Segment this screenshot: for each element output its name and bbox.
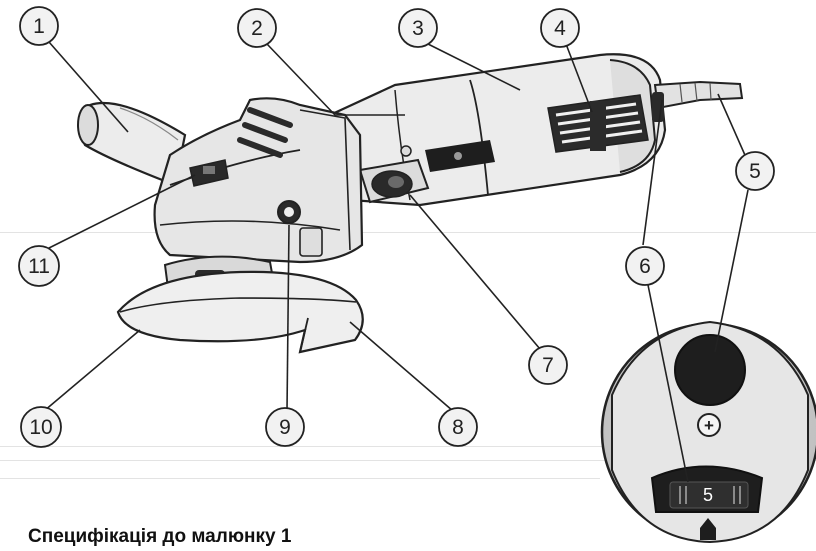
callout-6: 6 [625, 246, 665, 286]
svg-text:1: 1 [33, 15, 45, 38]
leader-line-2 [266, 43, 405, 116]
background-rule-4 [0, 478, 600, 479]
svg-text:10: 10 [29, 416, 52, 439]
leader-line-8 [349, 321, 454, 412]
background-rule-1 [0, 232, 816, 233]
svg-text:6: 6 [639, 255, 651, 278]
leader-line-5b [714, 189, 749, 353]
leader-line-9 [286, 224, 290, 412]
svg-text:4: 4 [554, 17, 566, 40]
background-rule-3 [0, 460, 816, 461]
svg-text:3: 3 [412, 17, 424, 40]
leader-line-10 [43, 329, 141, 412]
ventilation-grille [547, 94, 649, 153]
svg-text:5: 5 [749, 160, 761, 183]
side-handle [77, 101, 187, 187]
speed-value-label: 5 [703, 485, 713, 505]
svg-text:9: 9 [279, 416, 291, 439]
leader-line-1 [48, 41, 129, 133]
callout-2: 2 [237, 8, 277, 48]
spindle-lock-button [189, 159, 229, 187]
callout-8: 8 [438, 407, 478, 447]
svg-text:8: 8 [452, 416, 464, 439]
leader-line-3 [427, 43, 521, 91]
svg-text:2: 2 [251, 17, 263, 40]
wheel-guard [116, 270, 364, 354]
side-handle-mount [277, 200, 301, 224]
dial-plus-symbol: + [704, 416, 714, 435]
leader-lines [40, 41, 753, 483]
callout-7: 7 [528, 345, 568, 385]
callout-9: 9 [265, 407, 305, 447]
callout-10: 10 [20, 406, 62, 448]
leader-line-6b [647, 284, 689, 483]
leader-line-7 [409, 194, 541, 350]
leader-line-4 [565, 43, 593, 113]
callout-4: 4 [540, 8, 580, 48]
callout-3: 3 [398, 8, 438, 48]
callout-11: 11 [18, 245, 60, 287]
background-rule-2 [0, 446, 816, 447]
leader-line-11 [40, 174, 196, 253]
power-switch [358, 145, 430, 204]
callout-5: 5 [735, 151, 775, 191]
figure-caption: Специфікація до малюнку 1 [28, 526, 292, 547]
leader-line-6a [642, 99, 663, 246]
callout-1: 1 [19, 6, 59, 46]
svg-text:7: 7 [542, 354, 554, 377]
brand-badge [425, 140, 495, 172]
svg-text:11: 11 [28, 255, 50, 278]
speed-dial-inset: + 5 [600, 320, 816, 544]
power-cable [652, 80, 744, 122]
